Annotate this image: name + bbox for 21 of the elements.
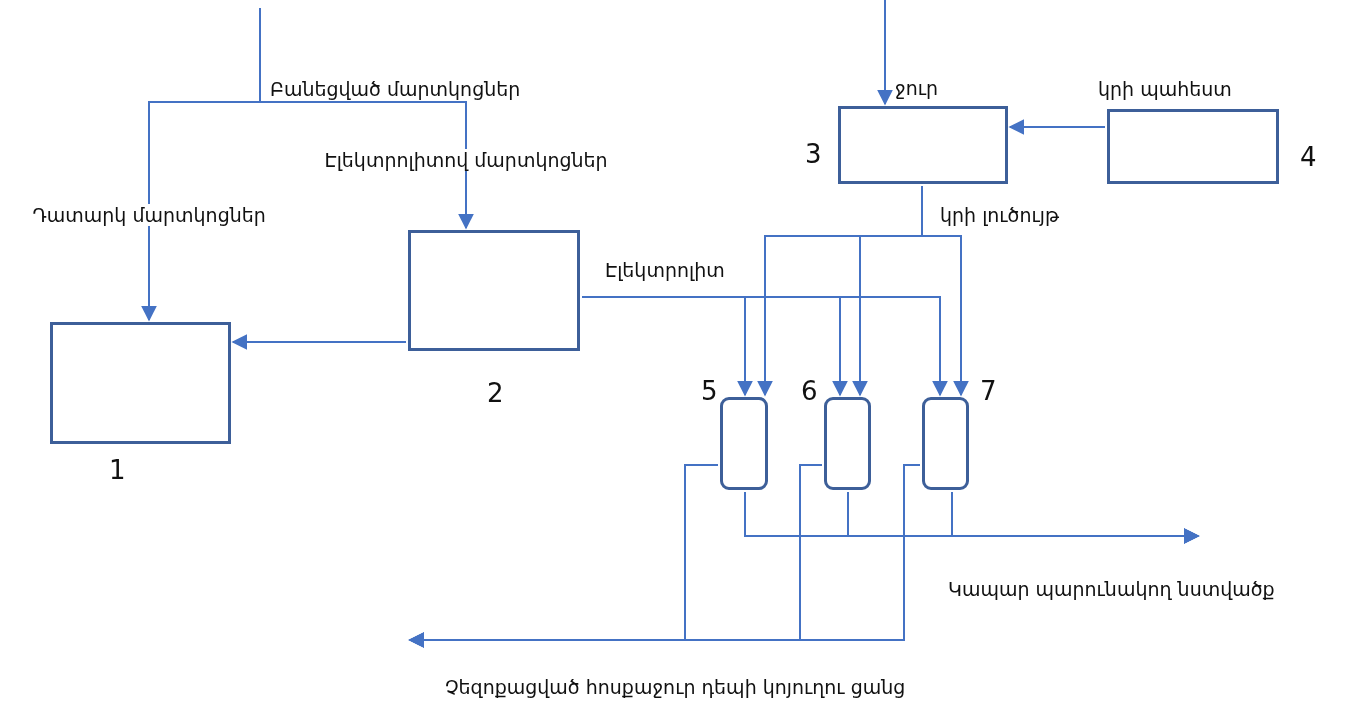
edge-label: Դատարկ մարտկոցներ bbox=[30, 204, 268, 226]
flow-label: Էլեկտրոլիտ bbox=[605, 259, 725, 281]
edge-label: ջուր bbox=[894, 77, 939, 99]
arrow bbox=[231, 334, 407, 350]
callout-number: 6 bbox=[801, 376, 818, 406]
callout-number: 5 bbox=[701, 376, 718, 406]
callout-number: 7 bbox=[980, 376, 997, 406]
arrow bbox=[877, 0, 893, 106]
callout-number: 3 bbox=[805, 139, 822, 169]
flow-label: Կապար պարունակող նստվածք bbox=[948, 578, 1275, 600]
box-heading: կրի պահեստ bbox=[1098, 78, 1232, 100]
callout-number: 2 bbox=[487, 378, 504, 408]
flow-label: Չեզոքացված հոսքաջուր դեպի կոյուղու ցանց bbox=[445, 676, 906, 698]
arrow bbox=[951, 491, 1200, 544]
arrow bbox=[1008, 119, 1106, 135]
arrow bbox=[259, 7, 474, 230]
flow-label: Բանեցված մարտկոցներ bbox=[270, 78, 521, 100]
arrow bbox=[408, 464, 921, 648]
callout-number: 1 bbox=[109, 455, 126, 485]
flow-label: կրի լուծույթ bbox=[940, 204, 1059, 226]
callout-number: 4 bbox=[1300, 142, 1317, 172]
